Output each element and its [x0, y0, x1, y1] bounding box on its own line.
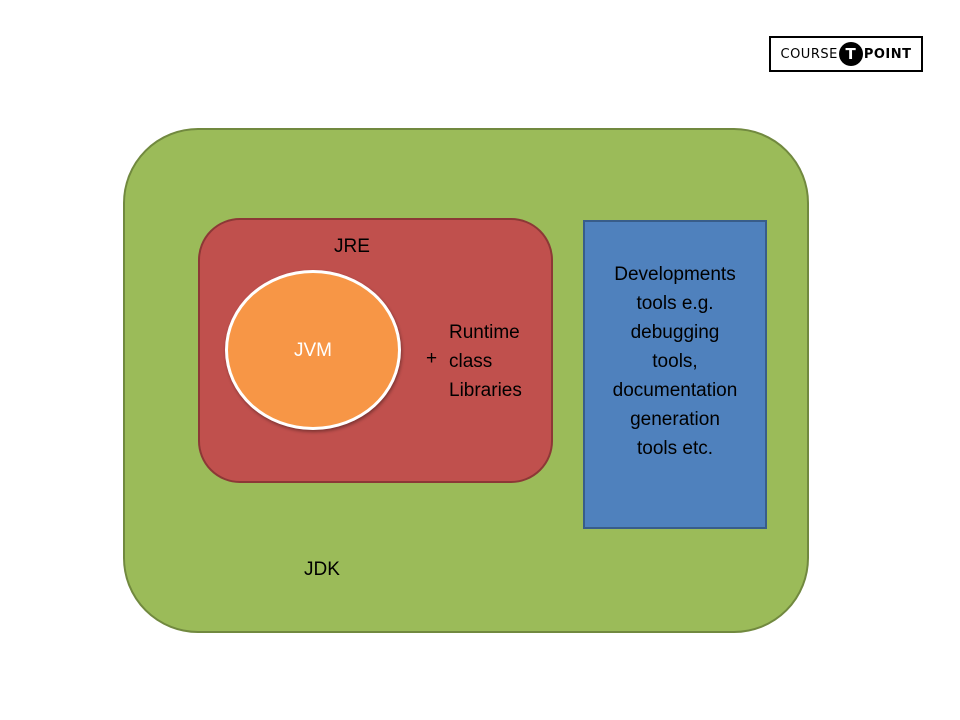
jvm-label: JVM: [294, 340, 332, 361]
dev-tools-line: debugging: [630, 322, 720, 343]
dev-tools-line: generation: [630, 409, 720, 430]
development-tools-box: [583, 220, 767, 529]
jvm-circle: [225, 270, 401, 430]
runtime-line: Libraries: [449, 380, 522, 401]
coursetpoint-logo: COURSE T POINT: [769, 36, 923, 72]
logo-t-icon: T: [838, 42, 863, 66]
dev-tools-line: documentation: [612, 380, 738, 401]
dev-tools-line: tools e.g.: [636, 293, 714, 314]
jre-label: JRE: [334, 236, 370, 257]
dev-tools-line: tools,: [652, 351, 698, 372]
development-tools-label: Developments tools e.g. debugging tools,…: [588, 260, 762, 463]
plus-sign: +: [426, 348, 438, 369]
logo-text-course: COURSE: [780, 46, 838, 62]
runtime-line: class: [449, 351, 493, 372]
logo-text-point: POINT: [863, 46, 912, 62]
runtime-line: Runtime: [449, 322, 520, 343]
runtime-class-libraries-label: Runtime class Libraries: [449, 318, 549, 405]
jdk-label: JDK: [304, 559, 340, 580]
dev-tools-line: tools etc.: [636, 438, 714, 459]
dev-tools-line: Developments: [614, 264, 736, 285]
